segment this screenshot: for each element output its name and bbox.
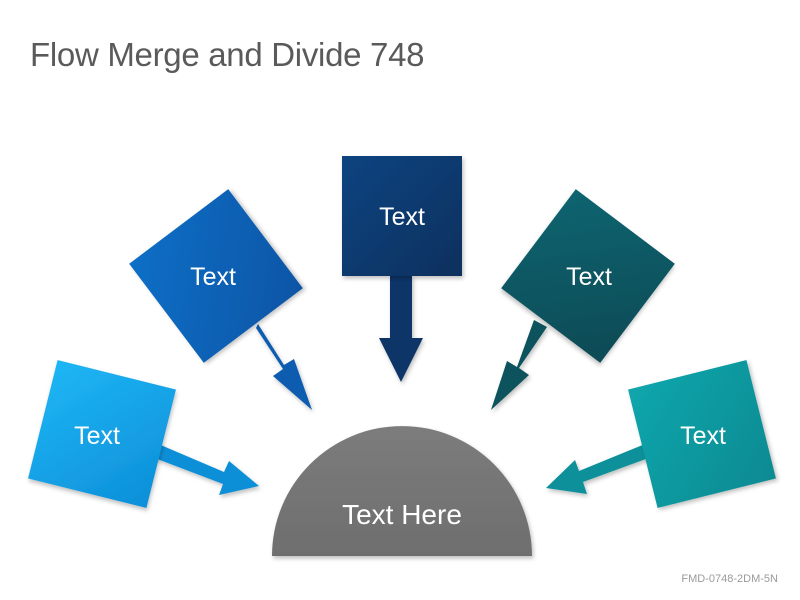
arrow-2 [379, 275, 423, 382]
box-1-shape [129, 189, 303, 363]
box-1: Text [129, 189, 303, 363]
arrow-0 [152, 443, 259, 495]
arrow-1 [256, 324, 312, 410]
page-title: Flow Merge and Divide 748 [30, 36, 425, 73]
arrow-3 [491, 320, 547, 410]
arrow-4 [546, 442, 654, 494]
box-4: Text [628, 360, 776, 508]
center-semicircle: Text Here [272, 426, 532, 556]
box-3-label: Text [566, 263, 612, 291]
box-3-shape [501, 189, 675, 363]
box-1-label: Text [190, 263, 236, 291]
box-2-shape [342, 156, 462, 276]
footer-code: FMD-0748-2DM-5N [681, 573, 778, 585]
box-2: Text [342, 156, 462, 276]
box-2-label: Text [379, 203, 425, 231]
box-3: Text [501, 189, 675, 363]
box-0: Text [28, 360, 176, 508]
box-0-label: Text [74, 422, 120, 450]
box-4-label: Text [680, 422, 726, 450]
center-label: Text Here [342, 499, 462, 530]
box-4-shape [628, 360, 776, 508]
center-shape [272, 426, 532, 556]
box-0-shape [28, 360, 176, 508]
